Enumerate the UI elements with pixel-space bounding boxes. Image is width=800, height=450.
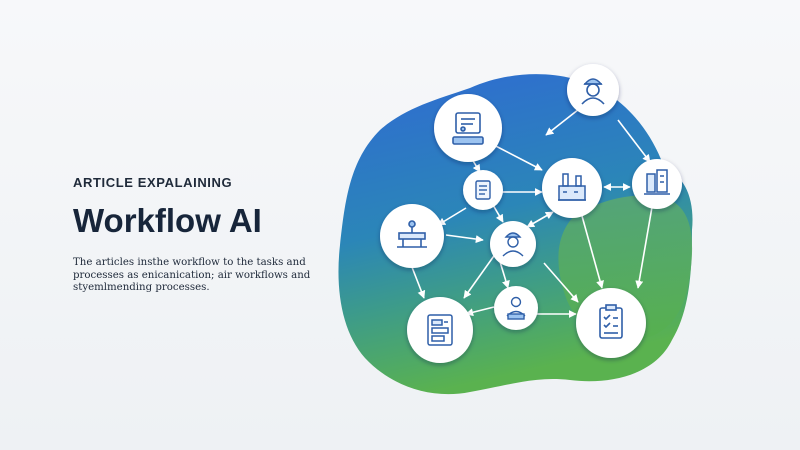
- edge: [635, 206, 653, 289]
- workflow-node-document-monitor: [434, 94, 502, 162]
- workflow-node-small-document: [463, 170, 503, 210]
- workflow-node-buildings: [632, 159, 682, 209]
- edge: [409, 261, 426, 299]
- small-document-icon: [475, 180, 491, 200]
- edge: [543, 262, 579, 303]
- edge: [581, 215, 604, 289]
- edge: [487, 141, 543, 171]
- workflow-network-illustration: [338, 64, 693, 395]
- edge: [437, 207, 467, 226]
- edge: [526, 211, 554, 228]
- workflow-node-person-laptop: [494, 286, 538, 330]
- workflow-node-machine: [380, 204, 444, 268]
- hero-text-block: ARTICLE EXPALAINING Workflow AI The arti…: [73, 175, 323, 295]
- machine-icon: [397, 220, 427, 248]
- description-line: styemlmending processes.: [73, 282, 210, 293]
- factory-icon: [558, 173, 586, 201]
- description-line: The articles insthe workflow to the task…: [73, 257, 306, 268]
- workflow-node-worker: [567, 64, 619, 116]
- form-icon: [427, 314, 453, 346]
- edge: [445, 234, 484, 243]
- description-line: processes as enicanication; air workflow…: [73, 269, 311, 281]
- checklist-icon: [599, 304, 623, 339]
- buildings-icon: [644, 169, 670, 195]
- edge: [617, 119, 651, 163]
- document-monitor-icon: [452, 112, 484, 145]
- worker-icon: [502, 232, 524, 257]
- workflow-node-checklist: [576, 288, 646, 358]
- worker-icon: [581, 78, 605, 105]
- article-eyebrow: ARTICLE EXPALAINING: [73, 175, 233, 190]
- hero-description: The articles insthe workflow to the task…: [73, 257, 323, 295]
- person-laptop-icon: [506, 296, 526, 320]
- edge: [492, 204, 504, 223]
- hero-title: Workflow AI: [73, 202, 262, 239]
- edge: [465, 306, 495, 317]
- workflow-node-form: [407, 297, 473, 363]
- workflow-node-worker-center: [490, 221, 536, 267]
- workflow-node-factory: [542, 158, 602, 218]
- workflow-edges: [409, 101, 653, 318]
- edge: [463, 252, 497, 299]
